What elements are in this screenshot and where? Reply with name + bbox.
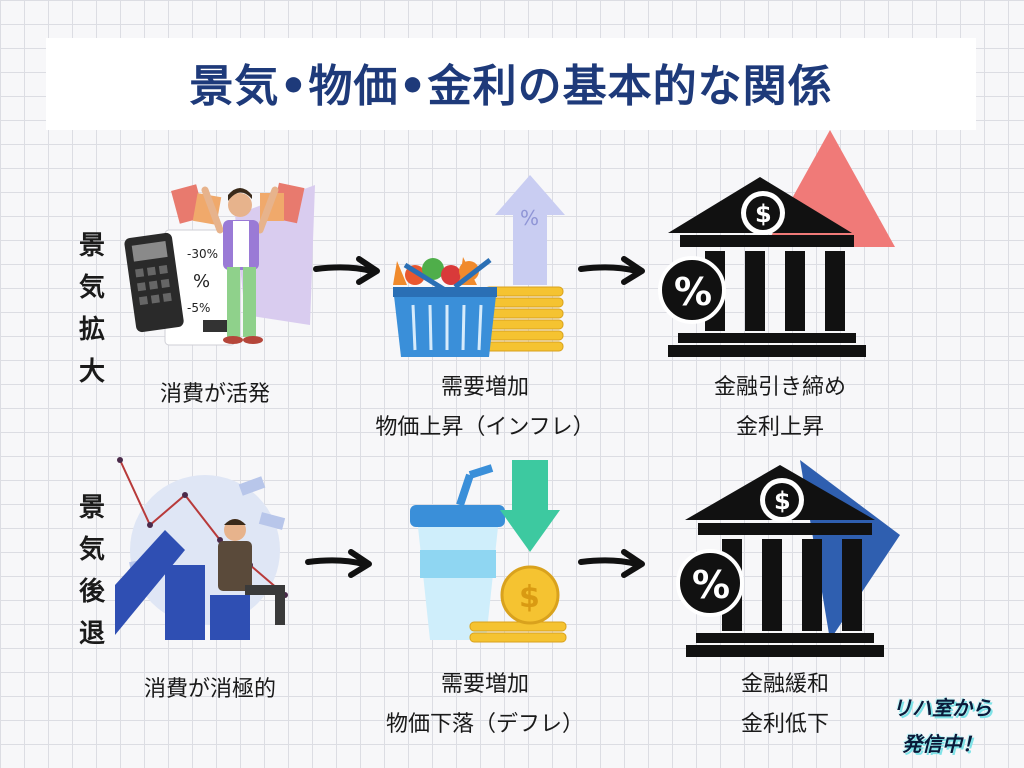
row-label-char: 気	[78, 535, 105, 565]
row-label-char: 景	[78, 493, 105, 523]
percent-text: %	[520, 206, 539, 230]
drink-coin-illustration: $	[410, 460, 567, 643]
row-label-recession: 景 気 後 退	[72, 487, 112, 655]
row-label-char: 拡	[78, 315, 105, 345]
arrow-right-icon	[305, 549, 372, 578]
row-label-char: 退	[78, 619, 105, 649]
badge-line: リハ室から	[892, 696, 992, 720]
row-label-char: 後	[78, 577, 105, 607]
recession-chart-illustration	[115, 457, 288, 640]
arrow-right-icon	[578, 256, 645, 285]
arrow-right-icon	[313, 256, 380, 285]
caption-tightening: 金融引き締め 金利上昇	[665, 368, 895, 448]
caption-consumption-active: 消費が活発	[159, 382, 270, 407]
basket-illustration: %	[393, 175, 565, 357]
caption-line: 物価上昇（インフレ）	[375, 415, 595, 440]
bank-easing-illustration: $ %	[676, 460, 900, 657]
receipt-text: -5%	[187, 301, 210, 315]
caption-line: 金利低下	[740, 712, 829, 737]
caption-line: 需要増加	[440, 672, 529, 697]
caption-demand-inflation: 需要増加 物価上昇（インフレ）	[335, 368, 635, 448]
row-label-char: 景	[78, 231, 105, 261]
bank-tightening-illustration: $ %	[658, 130, 895, 357]
caption-easing: 金融緩和 金利低下	[705, 665, 865, 745]
caption-line: 需要増加	[440, 375, 529, 400]
shopper-illustration: -30% % -5%	[124, 182, 315, 346]
author-badge: リハ室から 発信中！	[878, 690, 1006, 762]
dollar-text: $	[774, 487, 791, 515]
caption-line: 物価下落（デフレ）	[385, 712, 584, 737]
dollar-text: $	[519, 580, 540, 615]
row-label-char: 大	[78, 357, 105, 387]
caption-line: 金融緩和	[740, 672, 829, 697]
percent-text: %	[674, 270, 712, 314]
receipt-text: %	[193, 271, 210, 292]
caption-consumption-passive: 消費が消極的	[143, 677, 276, 702]
receipt-text: -30%	[187, 247, 218, 261]
row-label-expansion: 景 気 拡 大	[72, 225, 112, 393]
caption-line: 金利上昇	[735, 415, 824, 440]
badge-line: 発信中！	[902, 732, 982, 756]
caption-line: 金融引き締め	[713, 375, 846, 400]
title-band	[46, 38, 976, 130]
caption-demand-deflation: 需要増加 物価下落（デフレ）	[345, 665, 625, 745]
row-label-char: 気	[78, 273, 105, 303]
dollar-text: $	[755, 200, 772, 228]
page-title: 景気•物価•金利の基本的な関係	[189, 61, 833, 112]
percent-text: %	[692, 563, 730, 607]
arrow-right-icon	[578, 549, 645, 578]
